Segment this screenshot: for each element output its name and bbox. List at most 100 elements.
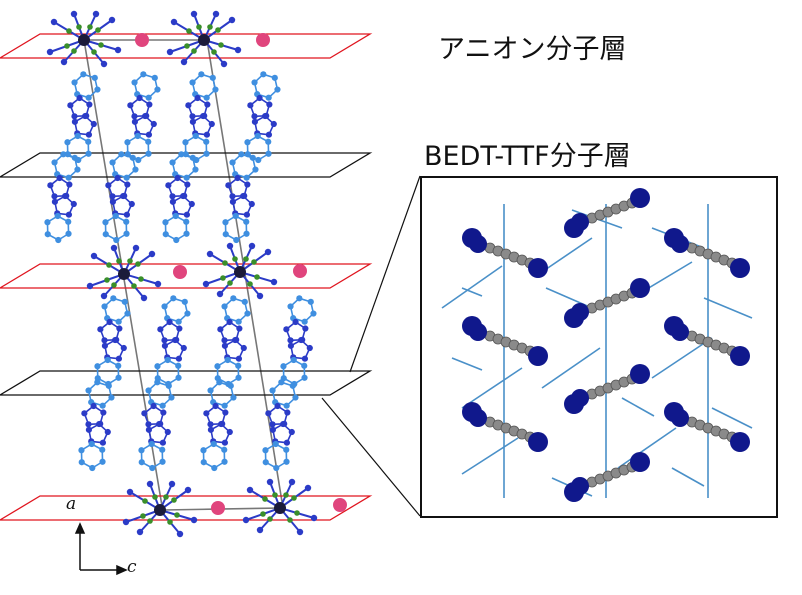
ligand-atom bbox=[163, 494, 169, 500]
sulfur-atom bbox=[571, 213, 589, 231]
ligand-atom bbox=[149, 251, 155, 257]
atom bbox=[81, 410, 87, 416]
atom bbox=[55, 237, 61, 243]
atom bbox=[249, 201, 255, 207]
ligand-atom bbox=[297, 529, 303, 535]
atom bbox=[284, 440, 290, 446]
atom bbox=[157, 326, 163, 332]
atom bbox=[149, 465, 155, 471]
ligand-atom bbox=[174, 512, 180, 518]
atom bbox=[124, 310, 130, 316]
atom bbox=[142, 113, 148, 119]
atom bbox=[221, 337, 227, 343]
ligand-atom bbox=[191, 11, 197, 17]
atom bbox=[302, 319, 308, 325]
atom bbox=[66, 175, 72, 181]
bedt-layer-inset-view bbox=[422, 178, 776, 516]
ligand-atom bbox=[104, 277, 110, 283]
atom bbox=[182, 139, 188, 145]
atom bbox=[140, 71, 146, 77]
atom bbox=[269, 421, 275, 427]
atom bbox=[75, 133, 81, 139]
atom bbox=[71, 201, 77, 207]
sulfur-atom bbox=[730, 432, 750, 452]
atom bbox=[296, 295, 302, 301]
atom bbox=[243, 231, 249, 237]
atom bbox=[190, 155, 196, 161]
atom bbox=[175, 363, 181, 369]
atom bbox=[207, 421, 213, 427]
ligand-atom bbox=[289, 479, 295, 485]
atom bbox=[112, 337, 118, 343]
atom bbox=[287, 303, 293, 309]
ligand-atom bbox=[247, 487, 253, 493]
atom bbox=[100, 403, 106, 409]
ligand-atom bbox=[211, 49, 217, 55]
ring-bonds bbox=[97, 360, 118, 384]
ligand-atom bbox=[106, 262, 112, 268]
atom bbox=[284, 403, 290, 409]
atom bbox=[204, 101, 210, 107]
atom bbox=[274, 86, 280, 92]
atom bbox=[60, 151, 66, 157]
ligand-atom bbox=[123, 519, 129, 525]
atom bbox=[287, 337, 293, 343]
sulfur-atom bbox=[630, 188, 650, 208]
atom bbox=[203, 151, 209, 157]
bedt-layer-inset bbox=[420, 176, 778, 518]
atom bbox=[89, 441, 95, 447]
atom bbox=[105, 429, 111, 435]
ligand-atom bbox=[111, 245, 117, 251]
atom bbox=[230, 295, 236, 301]
metal-atom bbox=[118, 268, 130, 280]
atom bbox=[242, 299, 248, 305]
atom bbox=[165, 429, 171, 435]
atom bbox=[236, 356, 242, 362]
atom bbox=[108, 394, 114, 400]
atom bbox=[154, 363, 160, 369]
metal-complex bbox=[167, 11, 241, 67]
ligand-atom bbox=[171, 19, 177, 25]
layer-planes bbox=[0, 34, 370, 520]
atom bbox=[67, 102, 73, 108]
atom bbox=[103, 231, 109, 237]
atom bbox=[266, 132, 272, 138]
atom bbox=[132, 119, 138, 125]
intermolecular-contact-line bbox=[622, 398, 654, 416]
atom bbox=[221, 459, 227, 465]
atom bbox=[229, 159, 235, 165]
ring-bonds bbox=[203, 444, 224, 468]
atom bbox=[274, 403, 280, 409]
atom bbox=[189, 201, 195, 207]
ligand-atom bbox=[243, 256, 249, 262]
atom bbox=[225, 357, 231, 363]
ligand-atom bbox=[142, 498, 148, 504]
atom bbox=[170, 199, 176, 205]
bedt-molecule-end-on bbox=[664, 402, 750, 452]
bedt-molecule bbox=[78, 379, 114, 471]
atom bbox=[280, 363, 286, 369]
atom bbox=[80, 71, 86, 77]
atom bbox=[232, 337, 238, 343]
sulfur-atom bbox=[630, 452, 650, 472]
atom bbox=[131, 113, 137, 119]
atom bbox=[218, 421, 224, 427]
ligand-atom bbox=[203, 281, 209, 287]
bedt-molecule bbox=[244, 71, 280, 163]
atom bbox=[130, 155, 136, 161]
atom bbox=[270, 427, 276, 433]
bedt-molecule bbox=[214, 295, 250, 387]
intermolecular-contact-line bbox=[462, 368, 522, 408]
atom bbox=[203, 139, 209, 145]
atom bbox=[173, 237, 179, 243]
ligand-atom bbox=[51, 19, 57, 25]
ligand-atom bbox=[262, 496, 268, 502]
atom bbox=[227, 429, 233, 435]
atom bbox=[271, 121, 277, 127]
atom bbox=[109, 193, 115, 199]
atom bbox=[124, 212, 130, 218]
atom bbox=[222, 403, 228, 409]
metal-atom bbox=[274, 502, 286, 514]
atom bbox=[243, 219, 249, 225]
ligand-atom bbox=[167, 519, 173, 525]
